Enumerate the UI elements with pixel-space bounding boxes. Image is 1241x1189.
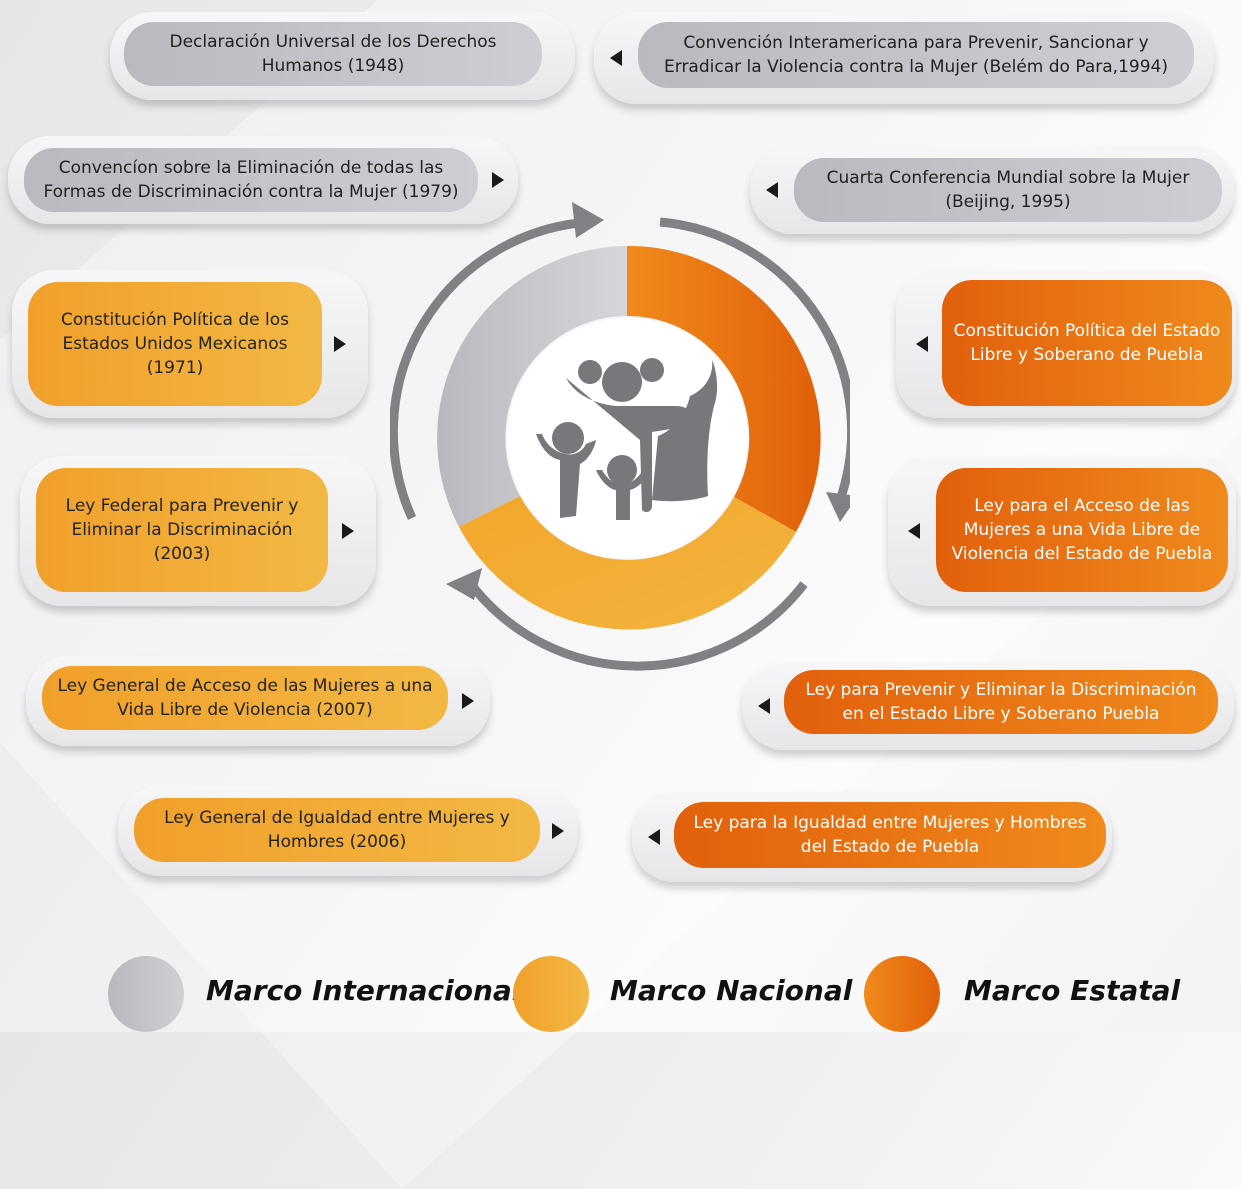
family-people-icon [536,358,718,520]
card-ley-igualdad-puebla[interactable]: Ley para la Igualdad entre Mujeres y Hom… [632,792,1112,882]
ring-segment-gray [437,246,627,527]
cycle-arrow-bottom [470,581,808,671]
arrow-left-icon [908,523,920,539]
cycle-arrow-right [659,217,850,502]
card-label: Declaración Universal de los Derechos Hu… [124,22,542,86]
ring-segment-yellow [459,496,796,630]
arrow-right-icon [334,336,346,352]
card-ley-acceso-puebla[interactable]: Ley para el Acceso de las Mujeres a una … [888,456,1236,606]
arrow-right-icon [462,693,474,709]
card-label: Convencíon sobre la Eliminación de todas… [24,148,478,212]
card-label: Ley para la Igualdad entre Mujeres y Hom… [674,802,1106,868]
arrow-right-icon [552,823,564,839]
card-constitucion-federal[interactable]: Constitución Política de los Estados Uni… [12,270,368,418]
card-beijing[interactable]: Cuarta Conferencia Mundial sobre la Muje… [750,146,1234,234]
legend-label-international: Marco Internacional [206,974,522,1007]
legend-dot-national [513,956,589,1032]
card-belem-do-para[interactable]: Convención Interamericana para Prevenir,… [594,12,1214,104]
card-ley-general-igualdad[interactable]: Ley General de Igualdad entre Mujeres y … [118,786,578,876]
card-label: Ley Federal para Prevenir y Eliminar la … [36,468,328,592]
arrow-right-icon [492,172,504,188]
arrowhead-bottom-icon [446,568,482,600]
card-label: Convención Interamericana para Prevenir,… [638,22,1194,88]
legend-label-state: Marco Estatal [964,974,1181,1007]
card-label: Ley General de Igualdad entre Mujeres y … [134,798,540,862]
arrow-left-icon [766,182,778,198]
card-label: Ley para el Acceso de las Mujeres a una … [936,468,1228,592]
cycle-diagram [390,202,850,671]
card-ley-general-acceso[interactable]: Ley General de Acceso de las Mujeres a u… [26,656,490,746]
arrow-right-icon [342,523,354,539]
ring-segment-orange [627,245,821,532]
legend-label-national: Marco Nacional [610,974,853,1007]
card-label: Ley para Prevenir y Eliminar la Discrimi… [784,670,1218,734]
card-ley-federal-discriminacion[interactable]: Ley Federal para Prevenir y Eliminar la … [20,456,376,606]
legend-dot-international [108,956,184,1032]
card-label: Constitución Política de los Estados Uni… [28,282,322,406]
arrowhead-right-icon [826,492,850,522]
legend-dot-state [864,956,940,1032]
arrow-left-icon [916,336,928,352]
card-cedaw[interactable]: Convencíon sobre la Eliminación de todas… [8,136,518,224]
card-declaracion-universal[interactable]: Declaración Universal de los Derechos Hu… [110,12,666,100]
arrow-left-icon [758,698,770,714]
arrow-left-icon [648,829,660,845]
card-label: Ley General de Acceso de las Mujeres a u… [42,666,448,730]
card-ley-discriminacion-puebla[interactable]: Ley para Prevenir y Eliminar la Discrimi… [742,662,1234,750]
cycle-arrow-top [390,217,591,520]
card-label: Constitución Política del Estado Libre y… [942,280,1232,406]
card-label: Cuarta Conferencia Mundial sobre la Muje… [794,158,1222,222]
arrowhead-top-icon [572,202,604,238]
arrow-left-icon [610,50,622,66]
card-constitucion-puebla[interactable]: Constitución Política del Estado Libre y… [896,270,1236,418]
